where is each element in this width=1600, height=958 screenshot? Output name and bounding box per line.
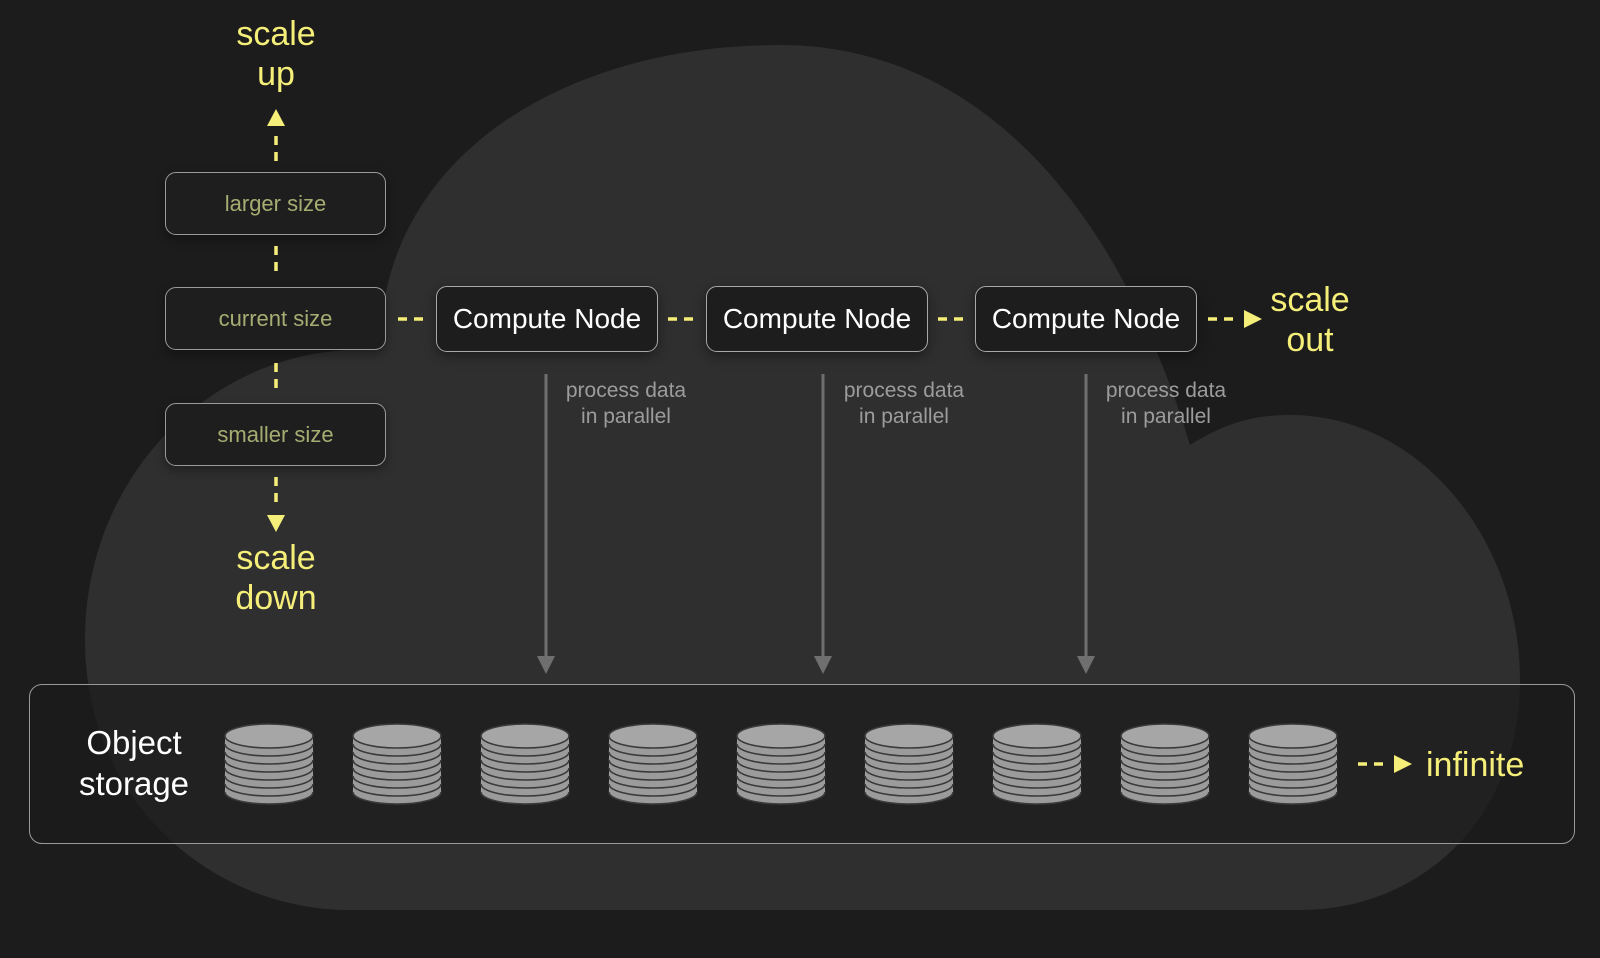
compute-node-2: Compute Node xyxy=(706,286,928,352)
database-icon xyxy=(735,718,827,810)
larger-size-box: larger size xyxy=(165,172,386,235)
database-icon xyxy=(1119,718,1211,810)
current-size-box: current size xyxy=(165,287,386,350)
scale-down-label: scale down xyxy=(235,539,317,617)
database-icon xyxy=(607,718,699,810)
database-icon xyxy=(479,718,571,810)
database-icon xyxy=(863,718,955,810)
scale-out-label: scale out xyxy=(1270,281,1350,359)
database-icon xyxy=(1247,718,1339,810)
process-note-1: process data in parallel xyxy=(565,379,687,428)
infinite-label: infinite xyxy=(1426,746,1525,784)
database-icon xyxy=(223,718,315,810)
database-icon xyxy=(991,718,1083,810)
process-note-3: process data in parallel xyxy=(1105,379,1227,428)
compute-node-3: Compute Node xyxy=(975,286,1197,352)
object-storage-label: Object storage xyxy=(78,724,190,802)
smaller-size-box: smaller size xyxy=(165,403,386,466)
process-note-2: process data in parallel xyxy=(843,379,965,428)
compute-node-1: Compute Node xyxy=(436,286,658,352)
scale-up-label: scale up xyxy=(236,15,316,93)
database-icon xyxy=(351,718,443,810)
